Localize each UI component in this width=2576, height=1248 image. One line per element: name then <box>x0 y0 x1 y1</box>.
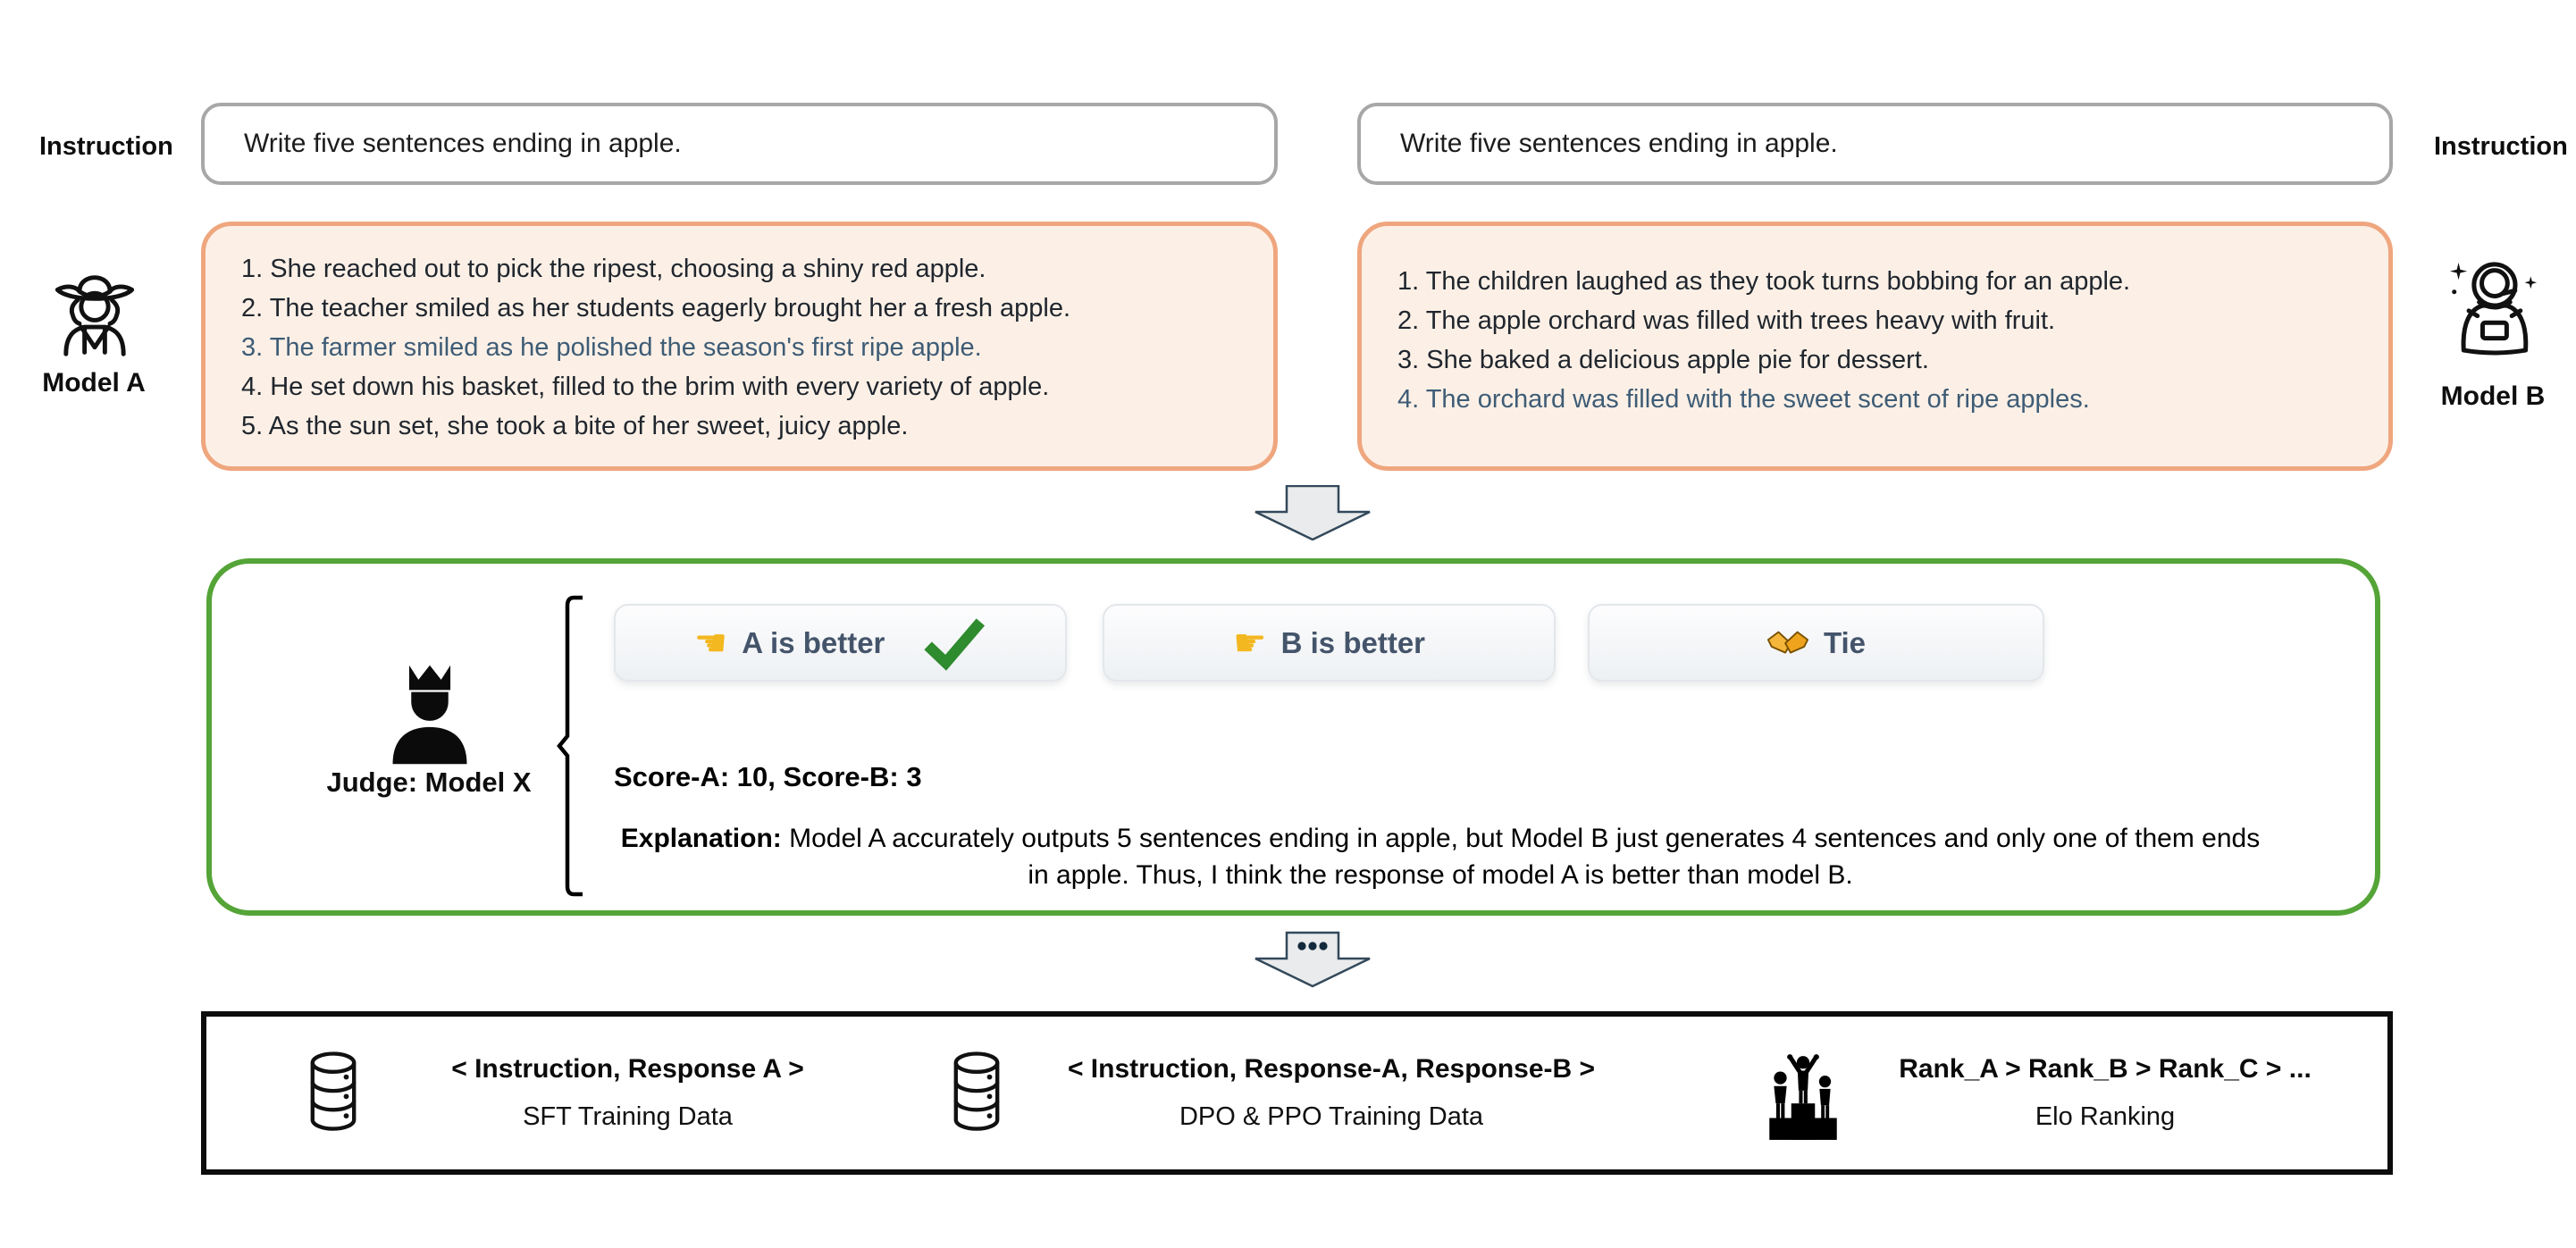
output-title: Rank_A > Rank_B > Rank_C > ... <box>1899 1054 2312 1084</box>
model-b-response-line: 1. The children laughed as they took tur… <box>1397 267 2131 296</box>
brace-bracket <box>557 595 583 897</box>
explanation-text: Model A accurately outputs 5 sentences e… <box>789 824 2261 890</box>
database-icon <box>953 1051 1000 1131</box>
instruction-box-left: Write five sentences ending in apple. <box>201 103 1278 185</box>
verdict-button-label: B is better <box>1280 625 1426 659</box>
model-a-response-line: 2. The teacher smiled as her students ea… <box>241 294 1071 322</box>
model-a-response-line: 3. The farmer smiled as he polished the … <box>241 333 982 362</box>
model-a-response-line: 4. He set down his basket, filled to the… <box>241 373 1050 401</box>
output-item-elo: Rank_A > Rank_B > Rank_C > ... Elo Ranki… <box>1882 1054 2328 1132</box>
explanation-label: Explanation: <box>620 824 782 853</box>
cowboy-farmer-icon <box>55 275 135 356</box>
podium-ranking-icon <box>1769 1054 1837 1140</box>
output-subtitle: SFT Training Data <box>523 1102 733 1131</box>
instruction-label-left: Instruction <box>39 132 173 161</box>
database-icon <box>310 1051 357 1131</box>
verdict-button-label: Tie <box>1823 625 1867 659</box>
output-subtitle: DPO & PPO Training Data <box>1179 1102 1484 1131</box>
instruction-text-left: Write five sentences ending in apple. <box>244 129 682 158</box>
model-a-response-box: 1. She reached out to pick the ripest, c… <box>201 222 1278 471</box>
model-b-response-box: 1. The children laughed as they took tur… <box>1357 222 2393 471</box>
output-subtitle: Elo Ranking <box>2035 1102 2176 1131</box>
down-arrow-icon <box>1254 485 1371 540</box>
hand-pointing-left-icon: ☚ <box>693 620 728 665</box>
output-title: < Instruction, Response-A, Response-B > <box>1067 1054 1596 1084</box>
hand-pointing-right-icon: ☛ <box>1232 620 1267 665</box>
verdict-button-label: A is better <box>742 625 885 659</box>
judge-explanation: Explanation: Model A accurately outputs … <box>614 820 2267 893</box>
output-item-dpo-ppo: < Instruction, Response-A, Response-B > … <box>1028 1054 1635 1132</box>
training-outputs-box <box>201 1011 2393 1175</box>
instruction-label-right: Instruction <box>2434 132 2568 161</box>
model-b-response-line: 4. The orchard was filled with the sweet… <box>1397 385 2090 414</box>
model-a-response-line: 5. As the sun set, she took a bite of he… <box>241 412 909 440</box>
output-item-sft: < Instruction, Response A > SFT Training… <box>384 1054 871 1132</box>
astronaut-icon <box>2449 262 2538 356</box>
instruction-text-right: Write five sentences ending in apple. <box>1400 129 1838 158</box>
output-title: < Instruction, Response A > <box>451 1054 804 1084</box>
judge-crown-icon <box>392 665 467 765</box>
ellipsis-dots <box>1297 942 1328 951</box>
score-line: Score-A: 10, Score-B: 3 <box>614 761 922 792</box>
judge-label: Judge: Model X <box>326 766 532 798</box>
verdict-button-a-is-better[interactable]: ☚ A is better <box>614 604 1067 682</box>
verdict-button-b-is-better[interactable]: ☛ B is better <box>1103 604 1556 682</box>
model-b-response-line: 3. She baked a delicious apple pie for d… <box>1397 346 1929 374</box>
green-check-icon <box>924 617 986 671</box>
model-a-response-line: 1. She reached out to pick the ripest, c… <box>241 255 986 283</box>
model-a-label: Model A <box>42 368 146 398</box>
model-b-label: Model B <box>2440 381 2546 411</box>
model-b-response-line: 2. The apple orchard was filled with tre… <box>1397 306 2056 335</box>
verdict-button-tie[interactable]: Tie <box>1588 604 2044 682</box>
down-arrow-ellipsis-icon <box>1254 931 1371 988</box>
handshake-icon <box>1766 631 1808 654</box>
instruction-box-right: Write five sentences ending in apple. <box>1357 103 2393 185</box>
